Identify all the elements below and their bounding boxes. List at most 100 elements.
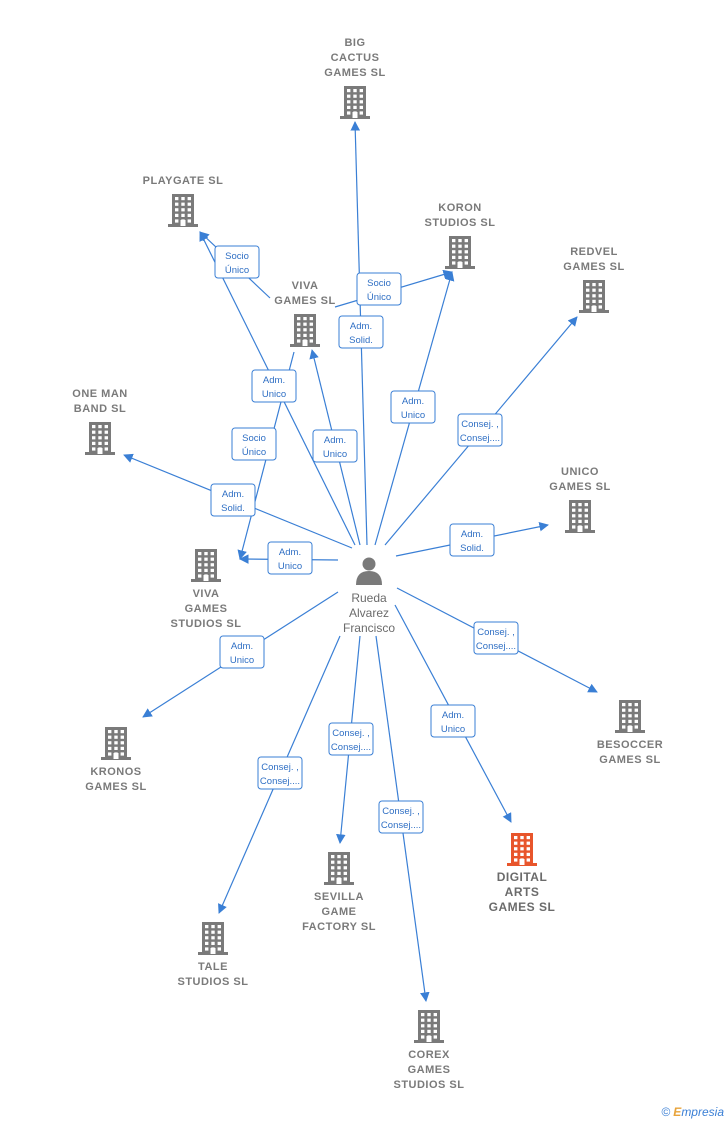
relation-box (430, 704, 476, 738)
relation-text-line: Consej. , (477, 627, 515, 638)
building-icon (340, 86, 370, 119)
relation-label-besoccer[interactable]: Consej. , Consej.... (473, 621, 519, 655)
relation-text-line: Unico (230, 655, 254, 666)
relation-text-line: Adm. (324, 435, 346, 446)
company-label-line: GAMES SL (85, 781, 146, 793)
company-node-one-man-band[interactable]: ONE MAN BAND SL (72, 388, 127, 455)
relation-text-line: Unico (323, 449, 347, 460)
company-label-line: DIGITAL (497, 870, 548, 884)
relation-text-line: Adm. (442, 710, 464, 721)
company-label-line: GAMES SL (563, 261, 624, 273)
relation-box (378, 800, 424, 834)
relation-text-line: Consej.... (381, 820, 421, 831)
relation-box (457, 413, 503, 447)
company-node-kronos[interactable]: KRONOS GAMES SL (85, 727, 146, 793)
relation-text-line: Unico (401, 410, 425, 421)
building-icon (324, 852, 354, 885)
company-label-line: STUDIOS SL (177, 976, 248, 988)
relation-label-corex[interactable]: Consej. ,Consej.... (378, 800, 424, 834)
relation-text-line: Solid. (460, 543, 484, 554)
company-label-line: BESOCCER (597, 739, 663, 751)
company-label-line: VIVA (193, 588, 220, 600)
relation-text-line: Consej.... (476, 641, 516, 652)
relation-label-sevilla[interactable]: Consej. ,Consej.... (328, 722, 374, 756)
company-label-line: GAMES SL (324, 67, 385, 79)
relation-text-line: Único (367, 292, 391, 303)
building-icon (445, 236, 475, 269)
company-label-line: ONE MAN (72, 388, 127, 400)
company-label-line: GAME (322, 906, 357, 918)
relation-label-digital-arts[interactable]: Adm.Unico (430, 704, 476, 738)
relation-text-line: Consej. , (332, 728, 370, 739)
relation-box (328, 722, 374, 756)
company-label-line: KORON (438, 202, 481, 214)
relation-box (312, 429, 358, 463)
relation-text-line: Consej.... (260, 776, 300, 787)
company-label-line: BAND SL (74, 403, 126, 415)
relation-box (449, 523, 495, 557)
relation-text-line: Consej. , (261, 762, 299, 773)
building-icon (168, 194, 198, 227)
relation-text-line: Adm. (402, 396, 424, 407)
relation-label-kronos[interactable]: Adm.Unico (219, 635, 265, 669)
company-label-line: ARTS (505, 885, 540, 899)
relation-label-tale[interactable]: Consej. , Consej.... (257, 756, 303, 790)
company-label-line: FACTORY SL (302, 921, 376, 933)
relation-text-line: Adm. (461, 529, 483, 540)
relation-text-line: Solid. (349, 335, 373, 346)
relation-text-line: Adm. (222, 489, 244, 500)
relation-box (338, 315, 384, 349)
company-label-line: VIVA (292, 280, 319, 292)
building-highlight-icon (507, 833, 537, 866)
company-label-line: GAMES (185, 603, 228, 615)
relation-label-big-cactus[interactable]: Adm. Solid. (338, 315, 384, 349)
relation-label-unico-games[interactable]: Adm. Solid. (449, 523, 495, 557)
person-name-line: Rueda (351, 591, 387, 605)
relation-label-koron[interactable]: Adm. Unico (390, 390, 436, 424)
relation-text-line: Solid. (221, 503, 245, 514)
building-icon (191, 549, 221, 582)
company-label-line: COREX (408, 1049, 450, 1061)
relation-text-line: Único (242, 447, 266, 458)
relation-text-line: Consej.... (460, 433, 500, 444)
relation-box (356, 272, 402, 306)
relation-label-viva-games[interactable]: Adm. Unico (312, 429, 358, 463)
brand-footer: ©Empresia (661, 1105, 724, 1119)
person-icon (356, 557, 382, 585)
brand-initial: E (673, 1105, 682, 1119)
relation-box (231, 427, 277, 461)
relation-text-line: Socio (242, 433, 266, 444)
company-node-besoccer[interactable]: BESOCCER GAMES SL (597, 700, 663, 766)
company-label-line: KRONOS (90, 766, 141, 778)
relation-box (390, 390, 436, 424)
relation-label-redvel[interactable]: Consej. ,Consej.... (457, 413, 503, 447)
company-label-line: PLAYGATE SL (143, 175, 224, 187)
relation-text-line: Socio (225, 251, 249, 262)
relation-label-playgate[interactable]: Adm.Unico (251, 369, 297, 403)
relation-label-one-man-band[interactable]: Adm. Solid. (210, 483, 256, 517)
company-node-playgate[interactable]: PLAYGATE SL (143, 175, 224, 227)
relation-text-line: Adm. (350, 321, 372, 332)
relation-text-line: Socio (367, 278, 391, 289)
building-icon (579, 280, 609, 313)
relation-text-line: Único (225, 265, 249, 276)
relation-label-viva-games-studios[interactable]: Adm.Unico (267, 541, 313, 575)
building-icon (85, 422, 115, 455)
company-label-line: GAMES SL (599, 754, 660, 766)
